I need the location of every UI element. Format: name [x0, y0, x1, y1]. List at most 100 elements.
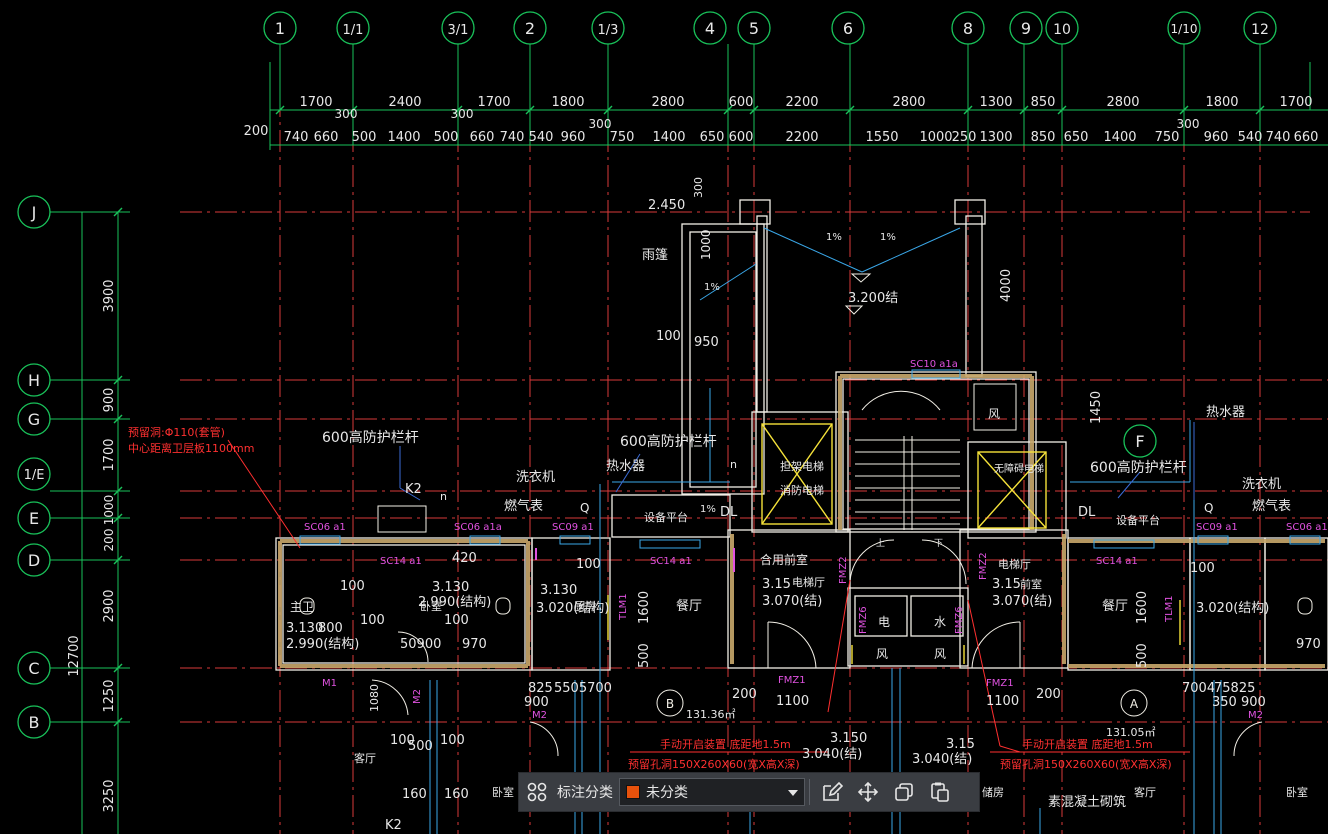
shaft-label: 风 — [988, 407, 1000, 421]
water-heater-label: 热水器 — [1206, 405, 1245, 420]
dim-text: 900 — [102, 388, 117, 413]
dim-text: 960 — [561, 130, 586, 145]
dim-text: 1100 — [776, 694, 809, 709]
room-label: 卧室 — [1286, 785, 1308, 799]
annotation-category-select[interactable]: 未分类 — [619, 778, 805, 806]
axis-label-left: J — [31, 203, 37, 222]
dim-text: 960 — [1204, 130, 1229, 145]
drain-label: DL — [1078, 505, 1096, 520]
dim-text: 600 — [729, 95, 754, 110]
equipment-platform-label: 设备平台 — [644, 510, 688, 524]
dim-text: 160 — [444, 787, 469, 802]
canopy-label: 雨篷 — [642, 248, 668, 263]
dim-text: 1400 — [652, 130, 685, 145]
slope-label: 1% — [826, 232, 842, 243]
dim-text: 740 — [500, 130, 525, 145]
grid-icon[interactable] — [519, 775, 555, 809]
copy-icon[interactable] — [886, 775, 922, 809]
dim-text: 100 — [440, 733, 465, 748]
dim-text: 1450 — [1089, 391, 1104, 424]
dim-text: 750 — [610, 130, 635, 145]
axis-label-left: H — [28, 371, 40, 390]
area-label: 131.36㎡ — [686, 708, 736, 721]
dim-text: 100 — [360, 613, 385, 628]
room-label: 主卫 — [290, 600, 314, 614]
gas-meter-label: 燃气表 — [504, 498, 543, 514]
dim-text: 1600 — [637, 591, 652, 624]
axis-label-top: 1/3 — [598, 23, 619, 38]
paste-icon[interactable] — [922, 775, 958, 809]
chevron-down-icon — [788, 784, 798, 800]
note-label: 中心距离卫层板1100mm — [128, 441, 254, 455]
stair-label: 上 — [876, 538, 885, 549]
washer-label: 洗衣机 — [1242, 476, 1281, 492]
axis-label-left: C — [28, 659, 39, 678]
axis-label-left: E — [29, 509, 39, 528]
dim-text: 1400 — [387, 130, 420, 145]
dim-text: 200 — [244, 124, 269, 139]
room-label: 卧室 — [492, 785, 514, 799]
dim-text: 1300 — [979, 130, 1012, 145]
elevation-label: 3.15 — [992, 577, 1021, 592]
room-label: 合用前室 — [760, 552, 808, 567]
elevation-label: 2.990(结构) — [286, 637, 359, 652]
move-icon[interactable] — [850, 775, 886, 809]
axis-label-top: 1/1 — [343, 23, 364, 38]
axis-label-top: 8 — [963, 19, 973, 38]
dim-text: 1800 — [1205, 95, 1238, 110]
axis-label-top: 4 — [705, 19, 715, 38]
dim-text: 1550 — [865, 130, 898, 145]
dim-text: 740 — [284, 130, 309, 145]
door-tag: TLM1 — [618, 593, 629, 621]
elevation-label: 3.070(结) — [992, 594, 1052, 609]
room-label: 卧室 — [420, 599, 442, 613]
dim-text: 75825 — [1214, 681, 1255, 696]
dim-text: 850 — [1031, 130, 1056, 145]
axis-label-top: 2 — [525, 19, 535, 38]
door-tag: M1 — [322, 678, 337, 689]
edit-icon[interactable] — [814, 775, 850, 809]
dim-text: 660 — [1294, 130, 1319, 145]
dim-text: 2200 — [785, 130, 818, 145]
dim-text: 540 — [1238, 130, 1263, 145]
window-tag: SC06 a1 — [1286, 522, 1328, 533]
dim-text: 100 — [390, 733, 415, 748]
dim-text: 100 — [1190, 561, 1215, 576]
room-label: 餐厅 — [676, 598, 702, 614]
slope-label: 1% — [704, 282, 720, 293]
door-tag: M2 — [532, 710, 547, 721]
elevation-label: 3.130 — [286, 621, 323, 636]
axis-label-left: D — [28, 551, 40, 570]
dim-text: 200 — [732, 687, 757, 702]
dim-text: 100 — [656, 329, 681, 344]
room-label: 储房 — [982, 785, 1004, 799]
note-label: 预留洞:Φ110(套管) — [128, 425, 225, 439]
washer-label: 洗衣机 — [516, 469, 555, 485]
elevation-label: 3.020(结构) — [536, 601, 609, 616]
dim-text: 1250 — [102, 679, 117, 712]
axis-label-inner: A — [1130, 697, 1139, 711]
dim-text: 850 — [1031, 95, 1056, 110]
room-label: 电梯厅 — [998, 558, 1031, 571]
door-tag: TLM1 — [1164, 595, 1175, 623]
dim-text: 1000 — [699, 229, 713, 260]
door-tag: M2 — [412, 689, 423, 704]
dim-text: 5505700 — [554, 681, 612, 696]
area-label: 131.05㎡ — [1106, 726, 1156, 739]
dim-text: 800 — [318, 621, 343, 636]
dim-text: 2800 — [1106, 95, 1139, 110]
dim-text: 2800 — [651, 95, 684, 110]
dim-text: 1000 — [102, 495, 116, 526]
railing-label: 600高防护栏杆 — [620, 433, 717, 450]
dim-text: 300 — [692, 177, 705, 198]
dim-text: 160 — [402, 787, 427, 802]
window-tag: SC10 a1a — [910, 359, 958, 370]
mark: Q — [580, 501, 589, 515]
axis-label-top: 9 — [1021, 19, 1031, 38]
axis-label-top: 1/10 — [1171, 22, 1198, 36]
toolbar-divider — [809, 779, 810, 805]
room-label: 厨房 — [574, 600, 596, 613]
dim-text: 500 — [1135, 643, 1150, 668]
annotation-category-label: 标注分类 — [557, 784, 613, 800]
